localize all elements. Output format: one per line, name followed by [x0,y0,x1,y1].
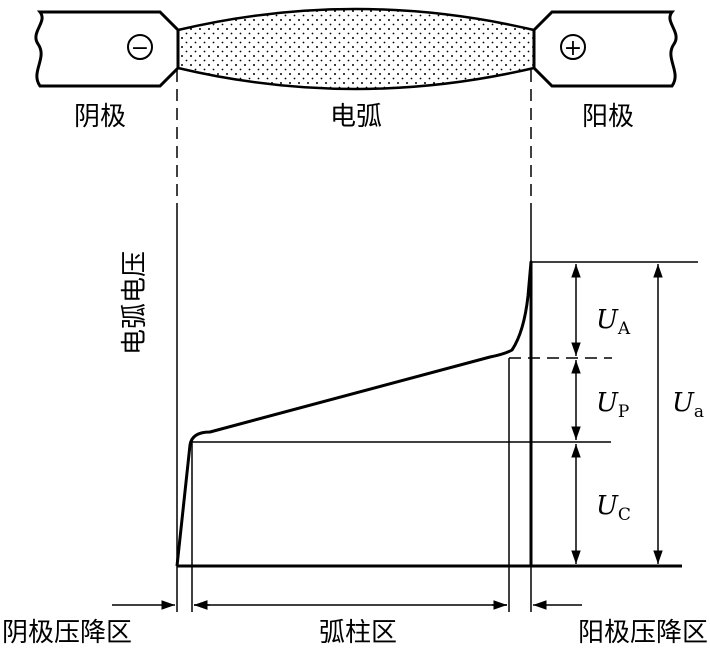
up-symbol: UP [596,388,629,422]
column-region-label: 弧柱区 [319,618,397,647]
arc-voltage-curve [175,260,533,567]
cathode-region-label: 阴极压降区 [2,618,132,647]
cathode-label: 阴极 [74,102,126,132]
y-axis-label: 电弧电压 [120,251,150,355]
cathode-sign-circle [127,34,153,60]
arc-label: 电弧 [330,102,382,132]
anode-sign-circle [560,34,586,60]
anode-electrode: + [532,10,678,88]
cathode-electrode: − [34,10,180,88]
arc-plasma [176,7,536,91]
ua-symbol: UA [596,305,631,339]
utotal-symbol: Ua [672,388,704,422]
uc-symbol: UC [596,491,631,525]
anode-region-label: 阳极压降区 [578,618,708,647]
cathode-sign: − [131,36,149,61]
anode-label: 阳极 [582,102,634,132]
anode-sign: + [564,36,582,61]
